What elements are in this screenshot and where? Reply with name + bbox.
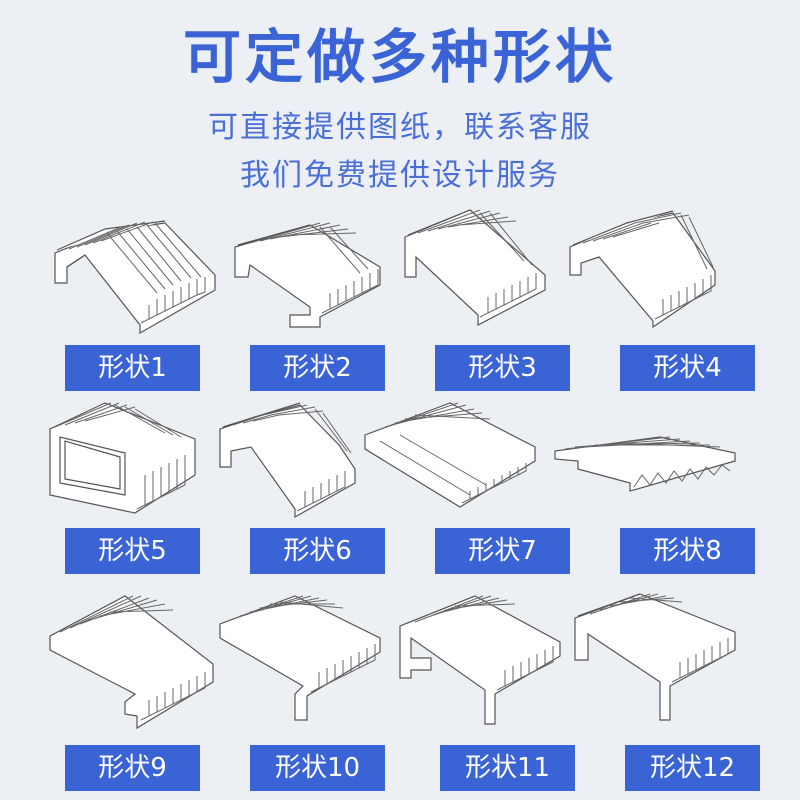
hook-side-bellows-icon (49, 595, 214, 730)
peaked-bellows-icon (569, 210, 716, 329)
shape-card-10[interactable]: 形状10 (215, 590, 415, 791)
shape-label-10: 形状10 (250, 745, 385, 791)
shape-label-3: 形状3 (435, 345, 570, 391)
shape-card-3[interactable]: 形状3 (400, 205, 600, 400)
page-title: 可定做多种形状 (182, 23, 617, 91)
shape-card-11[interactable]: 形状11 (395, 590, 595, 791)
shape-label-2: 形状2 (250, 345, 385, 391)
shape-label-7: 形状7 (435, 528, 570, 574)
stepped-arch-bellows-icon (219, 402, 356, 519)
rectangular-bellows-icon (219, 595, 381, 721)
shape-card-2[interactable]: 形状2 (230, 205, 430, 400)
double-hook-bellows-icon (399, 595, 561, 725)
shape-card-9[interactable]: 形状9 (45, 590, 245, 791)
subtitle-line-1: 可直接提供图纸，联系客服 (208, 110, 592, 145)
shape-card-1[interactable]: 形状1 (45, 205, 245, 400)
flat-pleated-bellows-icon (364, 402, 536, 508)
u-channel-bellows-icon (574, 593, 736, 721)
arched-bellows-icon (54, 220, 216, 335)
shape-label-8: 形状8 (620, 528, 755, 574)
shape-label-1: 形状1 (65, 345, 200, 391)
shape-card-6[interactable]: 形状6 (215, 395, 415, 590)
shape-label-4: 形状4 (620, 345, 755, 391)
shape-label-6: 形状6 (250, 528, 385, 574)
shape-label-5: 形状5 (65, 528, 200, 574)
shape-label-9: 形状9 (65, 745, 200, 791)
shape-card-4[interactable]: 形状4 (565, 205, 765, 400)
subtitle-line-2: 我们免费提供设计服务 (240, 158, 560, 193)
shape-card-12[interactable]: 形状12 (570, 590, 770, 791)
box-frame-bellows-icon (49, 402, 196, 514)
flat-plate-bellows-icon (554, 436, 736, 492)
shape-label-12: 形状12 (625, 745, 760, 791)
shape-card-8[interactable]: 形状8 (550, 395, 755, 590)
shape-label-11: 形状11 (440, 745, 575, 791)
hooked-flat-bellows-icon (234, 222, 381, 328)
shape-card-7[interactable]: 形状7 (360, 395, 570, 590)
sloped-bellows-icon (404, 209, 546, 326)
shape-card-5[interactable]: 形状5 (45, 395, 245, 590)
